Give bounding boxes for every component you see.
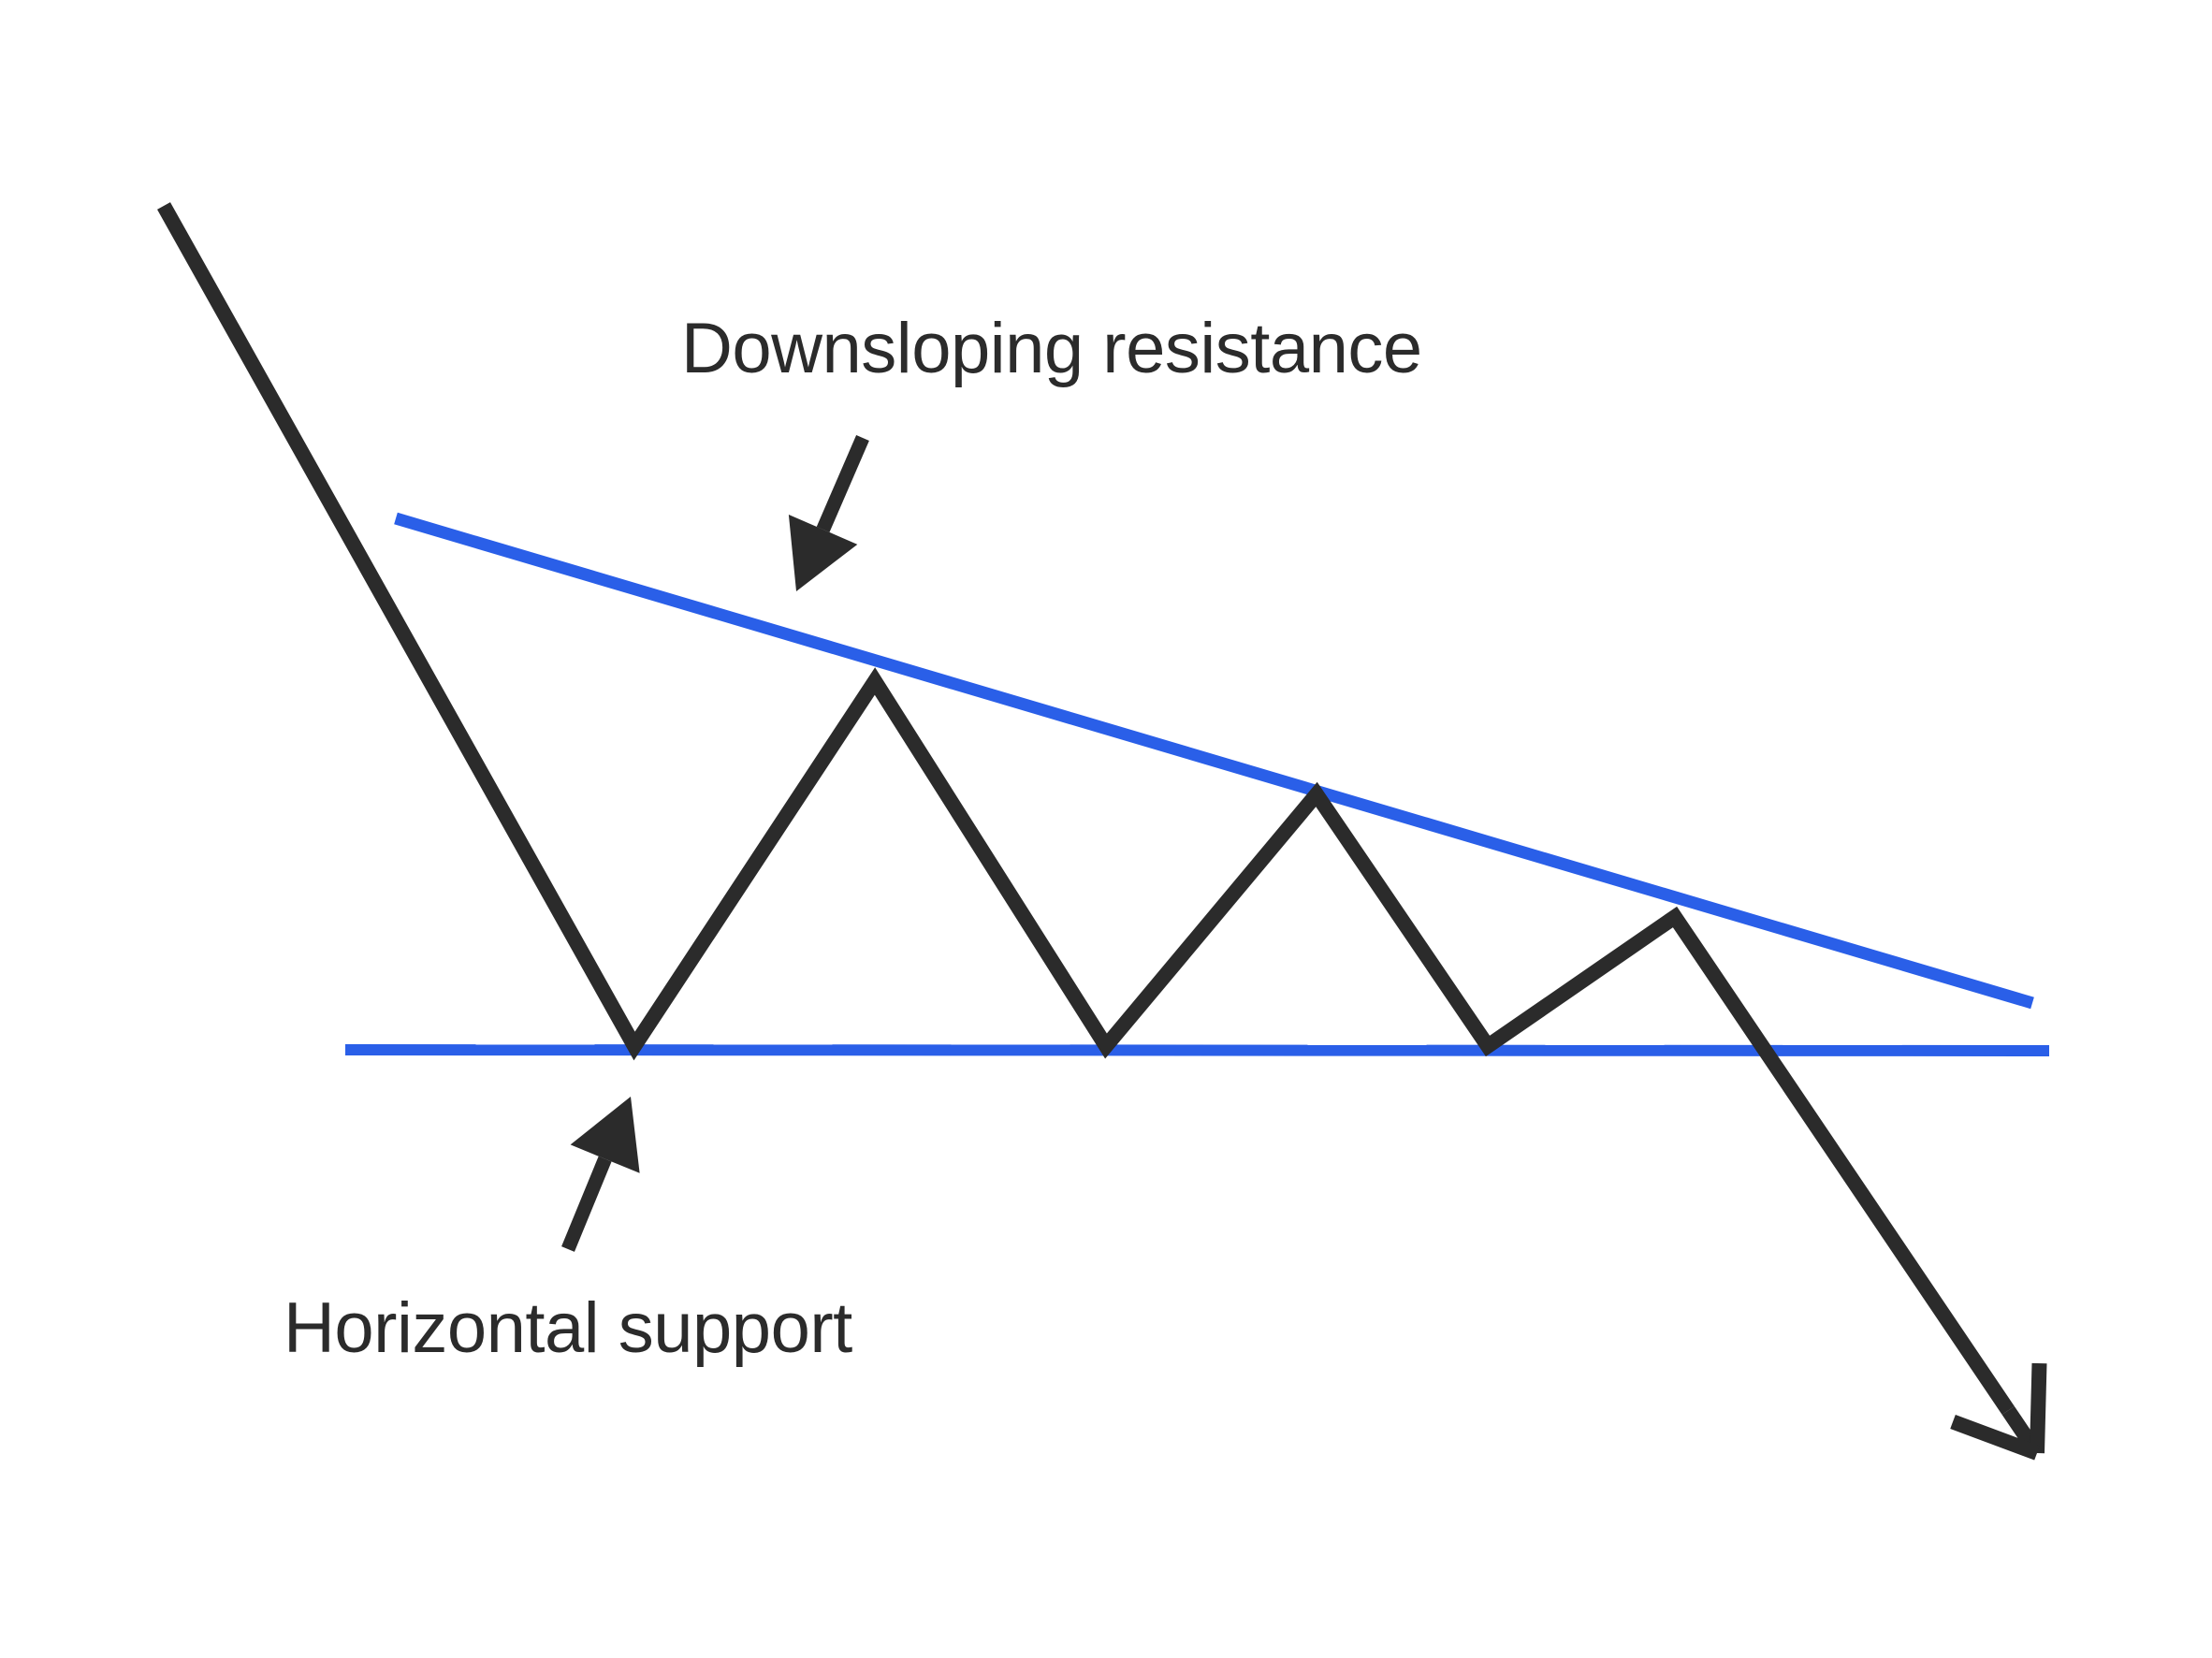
support-pointer-arrow-icon [561, 1097, 640, 1252]
horizontal-support-trendline [344, 1044, 2050, 1056]
downsloping-resistance-trendline [394, 512, 2034, 1010]
breakdown-arrow-icon [1950, 1362, 2047, 1461]
resistance-pointer-arrow-icon [788, 435, 869, 591]
price-action-polyline [157, 202, 2015, 1415]
resistance-label: Downsloping resistance [681, 309, 1422, 388]
support-label: Horizontal support [284, 1288, 852, 1368]
